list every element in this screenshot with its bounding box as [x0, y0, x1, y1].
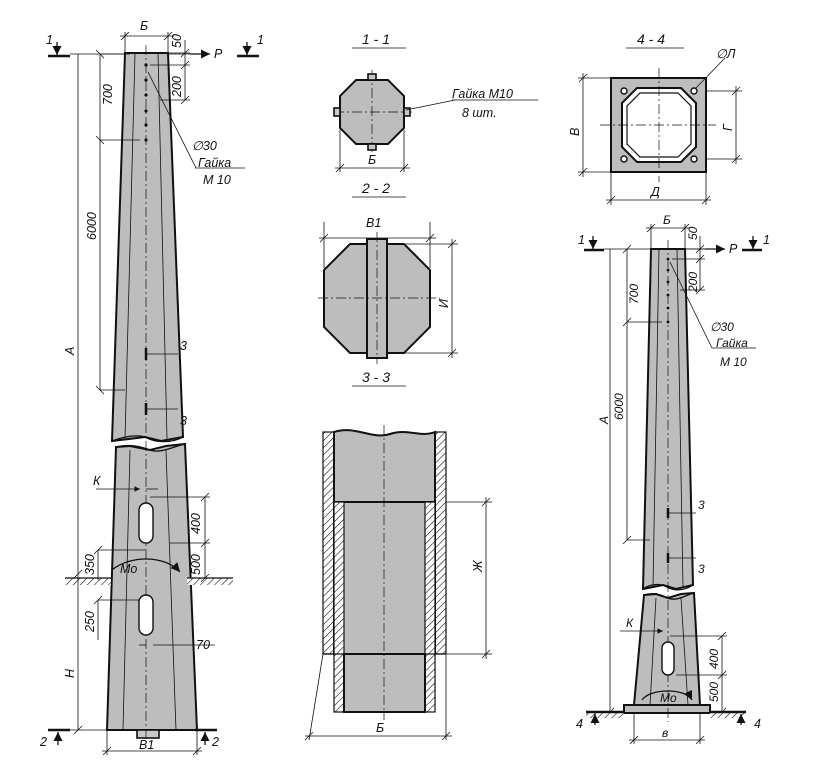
- cut-mark: 3: [698, 498, 705, 512]
- pole-lower-shaft: [105, 442, 199, 731]
- section-label: 1: [578, 233, 585, 247]
- section-label: 2: [39, 735, 47, 749]
- dim-500: 500: [707, 682, 721, 702]
- dim-D: Д: [649, 185, 660, 199]
- dim-Zh: Ж: [471, 559, 485, 573]
- section-2-2: 2 - 2 В1 И: [318, 180, 458, 364]
- inner-tube: [333, 501, 436, 655]
- cable-slot: [138, 502, 154, 544]
- ground-hatch: [65, 578, 111, 585]
- cut-mark: 3: [180, 339, 187, 353]
- dim-B: Б: [140, 19, 148, 33]
- dim-400: 400: [189, 513, 203, 534]
- dim-I: И: [437, 299, 451, 308]
- hole-diameter: ∅30: [710, 320, 734, 334]
- force-label: P: [729, 242, 738, 256]
- dim-H: Н: [63, 668, 77, 678]
- moment-label: Мо: [120, 562, 137, 576]
- right-pole-elevation: 1 1 P 3 3 К Мо: [576, 213, 770, 745]
- nut-label: М 10: [203, 173, 231, 187]
- section-mark-1-top: 1 1: [46, 33, 264, 58]
- left-pole-elevation: 1 1 P 3 3: [39, 19, 264, 756]
- nut-qty: 8 шт.: [462, 106, 497, 120]
- dim-200: 200: [170, 76, 184, 98]
- section-4-4: 4 - 4 ∅Л В Г Д: [568, 31, 742, 205]
- dim-A: А: [597, 416, 611, 425]
- dim-6000: 6000: [85, 212, 99, 240]
- base-plate: [623, 704, 711, 714]
- section-title: 3 - 3: [362, 369, 390, 385]
- hole-diameter: ∅30: [192, 139, 217, 153]
- section-title: 1 - 1: [362, 31, 390, 47]
- dim-B1: В1: [139, 738, 154, 752]
- cut-mark: 3: [698, 562, 705, 576]
- dim-B: Б: [368, 153, 376, 167]
- dim-350: 350: [83, 554, 97, 575]
- dim-A: А: [63, 347, 77, 356]
- section-label: 1: [257, 33, 264, 47]
- moment-label: Мо: [660, 691, 677, 705]
- dim-base: в: [662, 726, 668, 740]
- section-title: 4 - 4: [637, 31, 665, 47]
- inner-wall-left: [333, 501, 345, 713]
- nut-label: М 10: [720, 355, 747, 369]
- section-1-1: 1 - 1 Гайка М10 8 шт. Б: [333, 31, 538, 173]
- section-mark-2: 2 2: [39, 728, 219, 749]
- nut-label: Гайка: [716, 336, 748, 350]
- outer-wall-left: [322, 431, 335, 655]
- dim-700: 700: [627, 284, 641, 304]
- hole-label: ∅Л: [716, 47, 736, 61]
- section-label: 4: [576, 717, 583, 731]
- outer-wall-right: [434, 431, 447, 655]
- cut-mark: 3: [180, 414, 187, 428]
- section-3-3: 3 - 3 Ж Б: [304, 369, 492, 741]
- dim-6000: 6000: [612, 393, 626, 420]
- dim-50: 50: [686, 226, 700, 240]
- section-label: 1: [763, 233, 770, 247]
- dim-50: 50: [170, 34, 184, 48]
- nut-label: Гайка М10: [452, 87, 513, 101]
- section-label: 1: [46, 33, 53, 47]
- nut-label: Гайка: [198, 156, 231, 170]
- section-title: 2 - 2: [361, 180, 390, 196]
- dim-V: В: [568, 128, 582, 136]
- section-mark-1-right: 1 1: [578, 233, 770, 252]
- cable-slot: [661, 641, 675, 676]
- pole-bottom-plug: [136, 729, 160, 739]
- tube-interior: [333, 429, 436, 503]
- dim-G: Г: [721, 123, 735, 131]
- k-label: К: [93, 474, 101, 488]
- ground-hatch: [187, 578, 233, 585]
- dim-700: 700: [101, 84, 115, 105]
- dim-250: 250: [83, 611, 97, 633]
- k-label: К: [626, 616, 634, 630]
- dim-B: Б: [663, 213, 671, 227]
- section-mark-4: 4 4: [576, 710, 761, 731]
- inner-tube-lower: [343, 653, 426, 713]
- dim-70: 70: [196, 638, 210, 652]
- dim-B1: В1: [366, 216, 381, 230]
- section-label: 4: [754, 717, 761, 731]
- section-label: 2: [211, 735, 219, 749]
- dim-200: 200: [686, 272, 700, 293]
- dim-500: 500: [189, 554, 203, 575]
- dim-400: 400: [707, 649, 721, 669]
- inner-wall-right: [424, 501, 436, 713]
- dim-B: Б: [376, 721, 384, 735]
- force-label: P: [214, 47, 223, 61]
- cable-slot: [138, 594, 154, 636]
